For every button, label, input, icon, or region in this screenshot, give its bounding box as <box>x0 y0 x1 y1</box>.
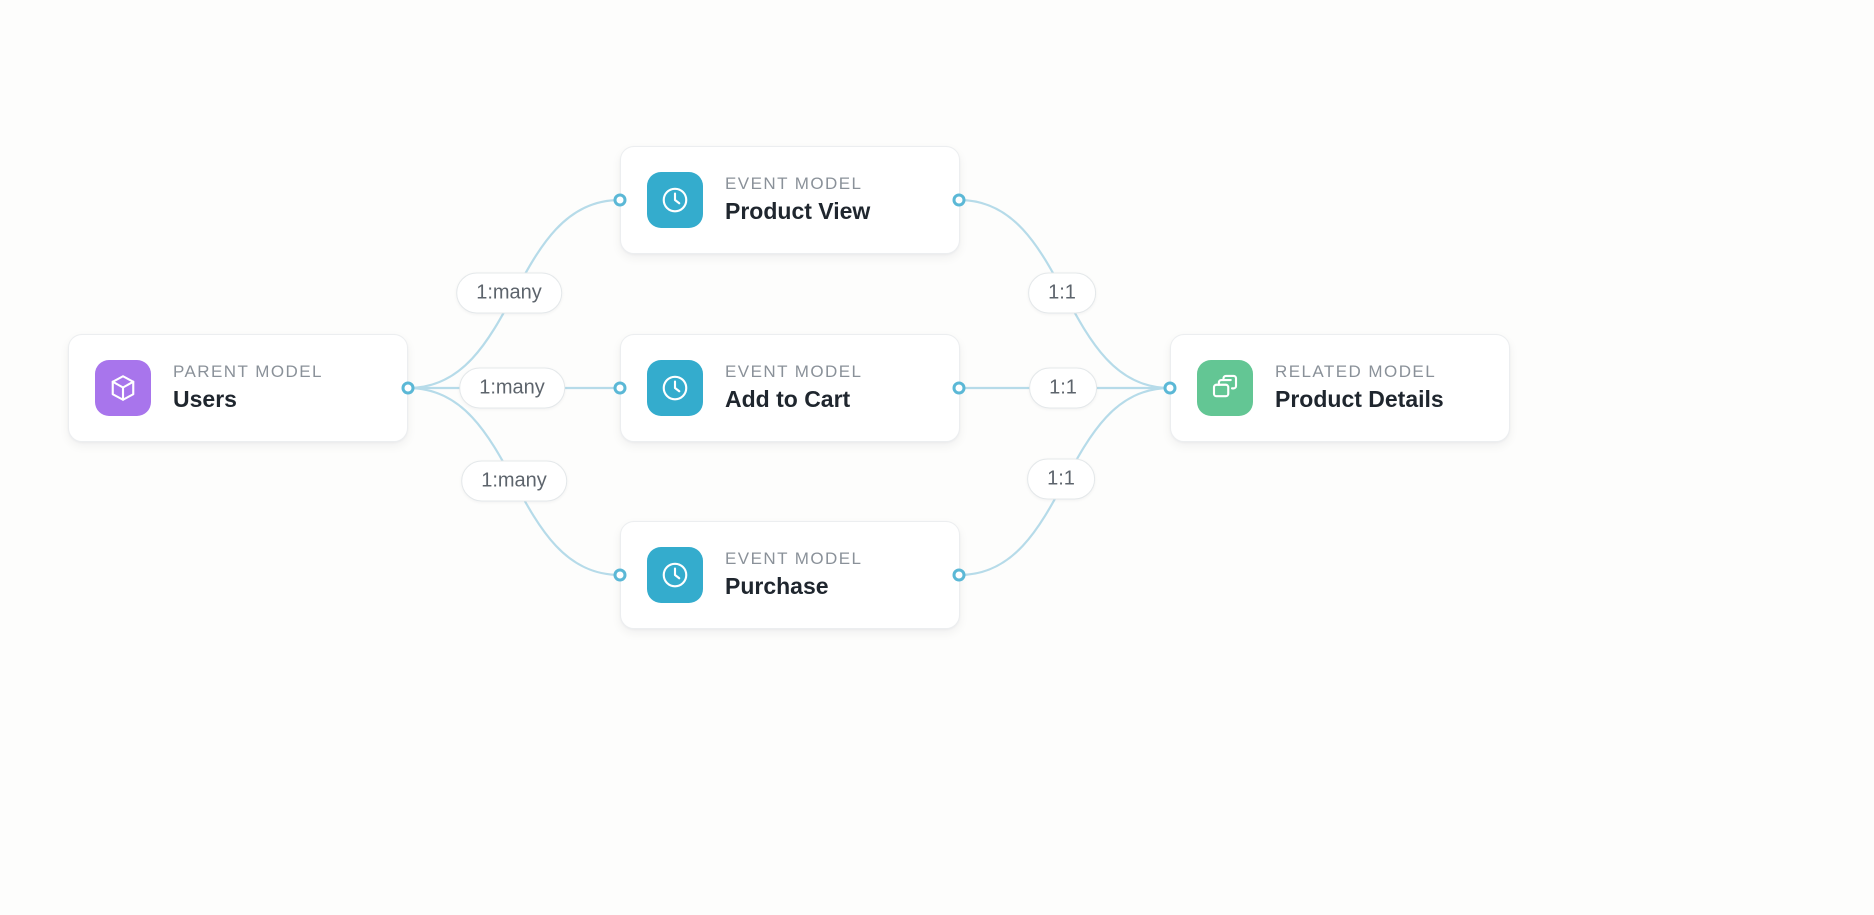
port-add-to-cart-in[interactable] <box>613 381 627 395</box>
port-product-details-in[interactable] <box>1163 381 1177 395</box>
cube-icon <box>95 360 151 416</box>
relationship-pill-label-add-to-cart-details[interactable]: 1:1 <box>1029 367 1097 409</box>
relationship-pill-label-users-add-to-cart[interactable]: 1:many <box>459 367 565 409</box>
relationship-pill-label-users-purchase[interactable]: 1:many <box>461 460 567 502</box>
node-title-label: Purchase <box>725 572 829 599</box>
node-card-add-to-cart[interactable]: EVENT MODEL Add to Cart <box>620 334 960 442</box>
node-text-users: PARENT MODEL Users <box>173 361 323 414</box>
node-kind-label: EVENT MODEL <box>725 174 863 194</box>
node-kind-label: EVENT MODEL <box>725 549 863 569</box>
relationship-pill-label-users-product-view[interactable]: 1:many <box>456 272 562 314</box>
node-title-label: Add to Cart <box>725 385 851 412</box>
port-purchase-in[interactable] <box>613 568 627 582</box>
relationship-pill-label-purchase-details[interactable]: 1:1 <box>1027 458 1095 500</box>
node-card-users[interactable]: PARENT MODEL Users <box>68 334 408 442</box>
clock-icon <box>647 360 703 416</box>
node-text-add-to-cart: EVENT MODEL Add to Cart <box>725 361 862 414</box>
node-card-purchase[interactable]: EVENT MODEL Purchase <box>620 521 960 629</box>
node-kind-label: RELATED MODEL <box>1275 362 1437 382</box>
port-add-to-cart-out[interactable] <box>952 381 966 395</box>
layers-icon <box>1197 360 1253 416</box>
node-card-product-details[interactable]: RELATED MODEL Product Details <box>1170 334 1510 442</box>
port-purchase-out[interactable] <box>952 568 966 582</box>
port-product-view-in[interactable] <box>613 193 627 207</box>
node-title-label: Product View <box>725 197 871 224</box>
node-text-purchase: EVENT MODEL Purchase <box>725 548 862 601</box>
node-kind-label: EVENT MODEL <box>725 362 863 382</box>
node-text-product-details: RELATED MODEL Product Details <box>1275 361 1444 414</box>
node-title-label: Users <box>173 385 237 412</box>
clock-icon <box>647 547 703 603</box>
node-card-product-view[interactable]: EVENT MODEL Product View <box>620 146 960 254</box>
clock-icon <box>647 172 703 228</box>
port-product-view-out[interactable] <box>952 193 966 207</box>
port-users-out[interactable] <box>401 381 415 395</box>
node-title-label: Product Details <box>1275 385 1444 412</box>
node-text-product-view: EVENT MODEL Product View <box>725 173 870 226</box>
relationship-pill-label-product-view-details[interactable]: 1:1 <box>1028 272 1096 314</box>
node-kind-label: PARENT MODEL <box>173 362 323 382</box>
